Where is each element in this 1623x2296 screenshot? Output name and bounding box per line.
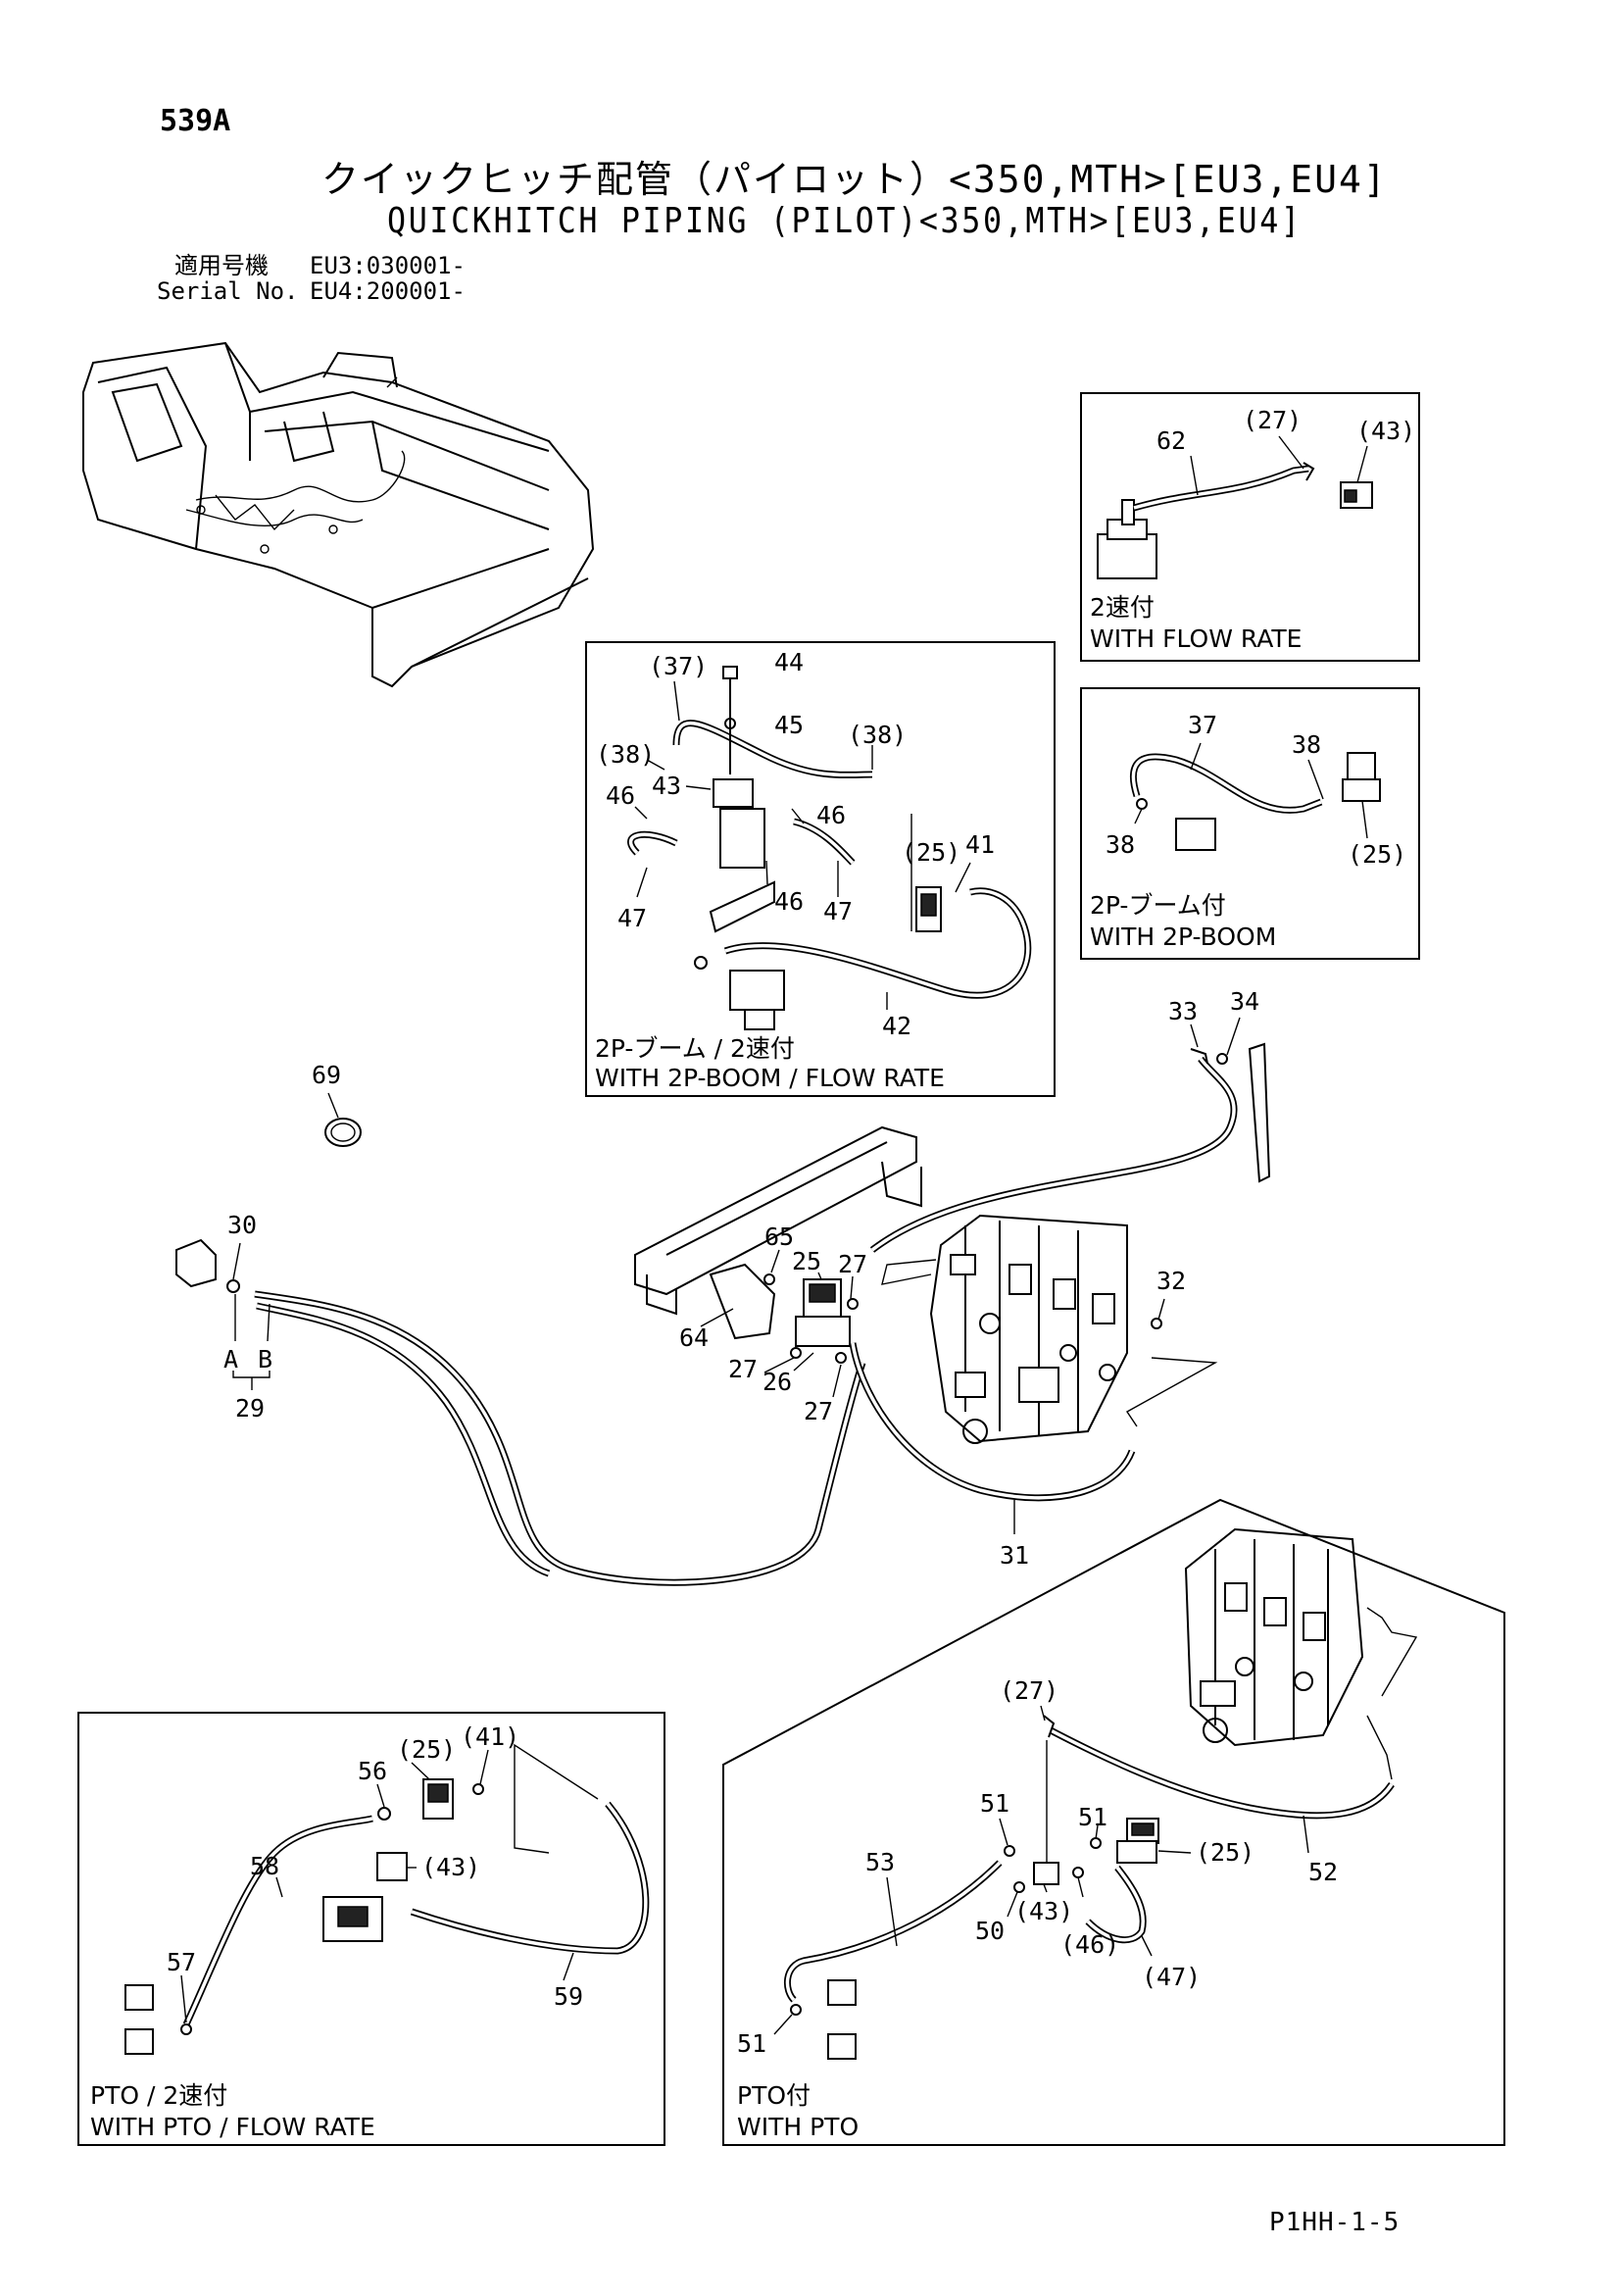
callout-41: 41 — [965, 830, 995, 859]
callout-51-left: 51 — [980, 1789, 1009, 1818]
callout-38-paren-right: (38) — [848, 721, 907, 749]
callout-64: 64 — [679, 1323, 709, 1352]
inset-2p-boom: 37 38 38 (25) 2P-ブーム付 WITH 2P-BOOM — [1080, 687, 1420, 960]
callout-50: 50 — [975, 1917, 1005, 1945]
caption-en: WITH PTO / FLOW RATE — [90, 2113, 375, 2141]
callout-25-paren: (25) — [397, 1735, 456, 1764]
inset-flow-rate-frame — [1080, 392, 1420, 662]
callout-38: 38 — [1292, 730, 1321, 759]
inset-pto-flow-rate-frame — [77, 1712, 665, 2146]
callout-47-left: 47 — [617, 904, 647, 932]
callout-46-paren: (46) — [1060, 1930, 1119, 1959]
caption-jp: 2P-ブーム付 — [1090, 891, 1226, 920]
caption-en: WITH PTO — [737, 2113, 859, 2141]
callout-25-paren: (25) — [1348, 840, 1406, 869]
inset-2p-boom-flow-rate-frame — [585, 641, 1056, 1097]
excavator-overview-illustration — [82, 341, 595, 688]
main-assembly: 69 30 A B 29 64 — [175, 987, 1271, 1586]
caption-en: WITH FLOW RATE — [1090, 624, 1302, 653]
callout-27-paren: (27) — [1000, 1676, 1058, 1705]
callout-53: 53 — [865, 1848, 895, 1876]
callout-27-left: 27 — [728, 1355, 758, 1383]
callout-69: 69 — [312, 1061, 341, 1089]
callout-30: 30 — [227, 1211, 257, 1239]
callout-B: B — [258, 1345, 272, 1373]
caption-jp: PTO付 — [737, 2081, 811, 2110]
serial-label-japanese: 適用号機 — [174, 252, 269, 279]
title-english: QUICKHITCH PIPING (PILOT)<350,MTH>[EU3,E… — [387, 201, 1303, 241]
callout-62: 62 — [1156, 426, 1186, 455]
callout-44: 44 — [774, 648, 804, 676]
callout-45: 45 — [774, 711, 804, 739]
callout-27-top: 27 — [838, 1250, 867, 1278]
callout-25: 25 — [792, 1247, 821, 1275]
inset-flow-rate: 62 (27) (43) 2速付 WITH FLOW RATE — [1080, 392, 1420, 662]
serial-eu4: EU4:200001- — [310, 277, 466, 305]
callout-51-bottom: 51 — [737, 2029, 766, 2058]
callout-43-paren: (43) — [1014, 1897, 1073, 1925]
callout-47-right: 47 — [823, 897, 853, 925]
callout-59: 59 — [554, 1982, 583, 2011]
callout-37: 37 — [1188, 711, 1217, 739]
callout-43-paren: (43) — [421, 1853, 480, 1881]
callout-27-bottom: 27 — [804, 1397, 833, 1425]
callout-25-paren: (25) — [902, 838, 960, 867]
callout-29: 29 — [235, 1394, 265, 1423]
caption-jp: 2P-ブーム / 2速付 — [595, 1034, 795, 1063]
callout-43-paren: (43) — [1356, 417, 1415, 445]
callout-65: 65 — [764, 1223, 794, 1251]
callout-38-paren-left: (38) — [596, 740, 655, 769]
callout-46-left: 46 — [606, 781, 635, 810]
caption-jp: 2速付 — [1090, 593, 1155, 622]
callout-42: 42 — [882, 1012, 911, 1040]
caption-en: WITH 2P-BOOM — [1090, 923, 1276, 951]
inset-2p-boom-frame — [1080, 687, 1420, 960]
callout-43: 43 — [652, 772, 681, 800]
inset-pto-flow-rate: (25) (41) 56 (43) 58 57 59 PTO / 2速付 WIT… — [77, 1712, 665, 2146]
callout-46-right: 46 — [816, 801, 846, 829]
callout-47-paren: (47) — [1142, 1963, 1201, 1991]
inset-pto: (27) 51 51 (25) 53 52 50 (43) (46) (47) … — [722, 1498, 1505, 2146]
callout-26: 26 — [762, 1368, 792, 1396]
title-japanese: クイックヒッチ配管（パイロット）<350,MTH>[EU3,EU4] — [321, 158, 1388, 201]
callout-32: 32 — [1156, 1267, 1186, 1295]
caption-jp: PTO / 2速付 — [90, 2081, 227, 2110]
callout-38b: 38 — [1106, 830, 1135, 859]
callout-41-paren: (41) — [461, 1722, 519, 1751]
page-number: 539A — [160, 104, 231, 138]
callout-31: 31 — [1000, 1541, 1029, 1570]
callout-52: 52 — [1308, 1858, 1338, 1886]
caption-en: WITH 2P-BOOM / FLOW RATE — [595, 1064, 945, 1092]
serial-eu3: EU3:030001- — [310, 252, 466, 279]
hose-clamp-69 — [324, 1118, 362, 1147]
callout-A: A — [223, 1345, 238, 1373]
callout-27-paren: (27) — [1243, 406, 1302, 434]
serial-label-english: Serial No. — [157, 277, 299, 305]
inset-2p-boom-flow-rate: (37) 44 45 (38) (38) 43 46 46 46 47 47 (… — [585, 641, 1056, 1097]
callout-37-paren: (37) — [649, 652, 708, 680]
footer-code: P1HH-1-5 — [1269, 2208, 1401, 2237]
callout-58: 58 — [250, 1852, 279, 1880]
callout-34: 34 — [1230, 987, 1259, 1016]
callout-33: 33 — [1168, 997, 1198, 1025]
inset-pto-frame — [722, 1498, 1505, 2146]
callout-25-paren: (25) — [1196, 1838, 1254, 1867]
callout-46-bottom: 46 — [774, 887, 804, 916]
callout-56: 56 — [358, 1757, 387, 1785]
callout-51-right: 51 — [1078, 1803, 1107, 1831]
callout-57: 57 — [167, 1948, 196, 1976]
